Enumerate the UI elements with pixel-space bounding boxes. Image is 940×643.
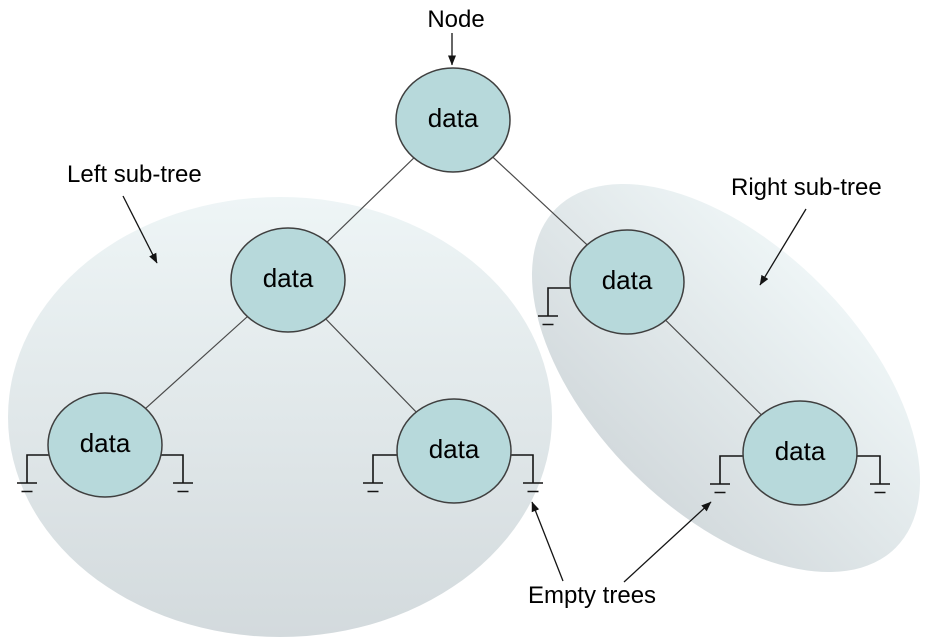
annotations: Node Left sub-tree Right sub-tree Empty … — [67, 6, 882, 609]
tree-node-right-right-leaf: data — [742, 400, 858, 506]
annotation-right-subtree-arrow — [759, 208, 807, 286]
tree-node-root: data — [395, 67, 511, 173]
annotation-node-label: Node — [427, 6, 484, 33]
node-label: data — [428, 103, 479, 133]
node-circle — [47, 392, 163, 498]
annotation-left-subtree-arrow — [122, 195, 158, 264]
annotation-empty-trees-label: Empty trees — [528, 582, 656, 609]
node-label: data — [602, 265, 653, 295]
annotation-empty-trees-arrow-left — [531, 501, 564, 582]
tree-nodes: data data data data data data — [47, 67, 858, 506]
node-circle — [569, 229, 685, 335]
annotation-empty-trees-arrow-right — [623, 501, 712, 583]
annotation-left-subtree-label: Left sub-tree — [67, 161, 202, 188]
node-label: data — [263, 263, 314, 293]
tree-node-left-left-leaf: data — [47, 392, 163, 498]
node-label: data — [80, 428, 131, 458]
node-label: data — [775, 436, 826, 466]
tree-node-right-child: data — [569, 229, 685, 335]
node-circle — [396, 398, 512, 504]
left-subtree-ellipse — [8, 197, 552, 637]
tree-node-left-child: data — [230, 227, 346, 333]
annotation-right-subtree-label: Right sub-tree — [731, 174, 882, 201]
node-circle — [742, 400, 858, 506]
node-circle — [395, 67, 511, 173]
node-label: data — [429, 434, 480, 464]
node-circle — [230, 227, 346, 333]
tree-node-left-right-leaf: data — [396, 398, 512, 504]
